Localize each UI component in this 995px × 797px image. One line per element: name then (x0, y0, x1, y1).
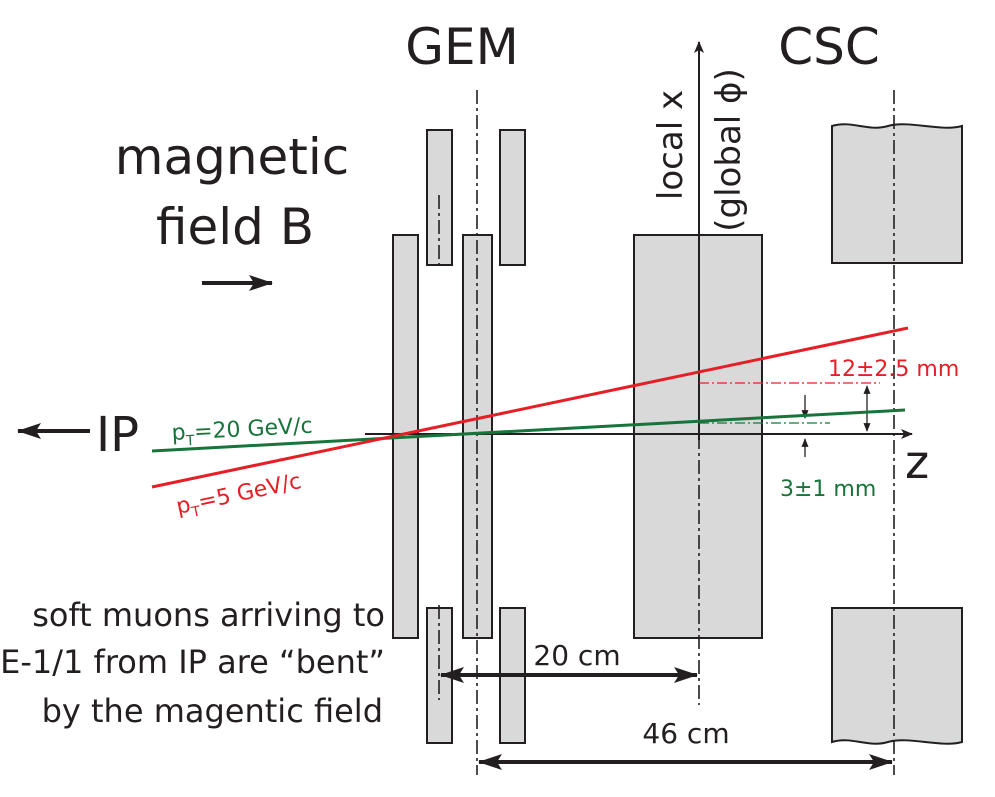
field-label-line1: magnetic (115, 128, 350, 186)
pt20-sub: T (185, 433, 196, 450)
gem-title: GEM (405, 18, 518, 76)
pt5-p: p (174, 493, 193, 520)
csc-top-chamber (831, 123, 963, 264)
note-line1: soft muons arriving to (32, 596, 385, 634)
pt20-value: =20 GeV/c (194, 414, 314, 445)
distance-46cm-label: 46 cm (642, 717, 729, 750)
note-line2: YE-1/1 from IP are “bent” (0, 643, 385, 681)
track-pt20-label: pT=20 GeV/c (171, 414, 313, 450)
gem-small-top-right (499, 129, 526, 266)
pt5-value: =5 GeV/c (196, 469, 303, 515)
track-pt5-red (151, 326, 909, 489)
local-x-label: local x (651, 90, 691, 200)
pt5-sub: T (189, 503, 202, 521)
field-label-line2: field B (156, 198, 314, 256)
ip-label: IP (96, 407, 139, 463)
red-bend-measurement: 12±2.5 mm (828, 357, 959, 382)
csc-bottom-chamber (831, 607, 963, 745)
note-line3: by the magentic field (42, 692, 383, 730)
distance-20cm-label: 20 cm (533, 639, 620, 672)
pt20-p: p (171, 420, 186, 446)
track-pt20-green (151, 408, 906, 453)
z-axis-label: z (905, 435, 929, 489)
csc-title: CSC (778, 18, 880, 76)
green-bend-measurement: 3±1 mm (780, 477, 876, 502)
global-phi-label: (global ϕ) (709, 68, 749, 231)
